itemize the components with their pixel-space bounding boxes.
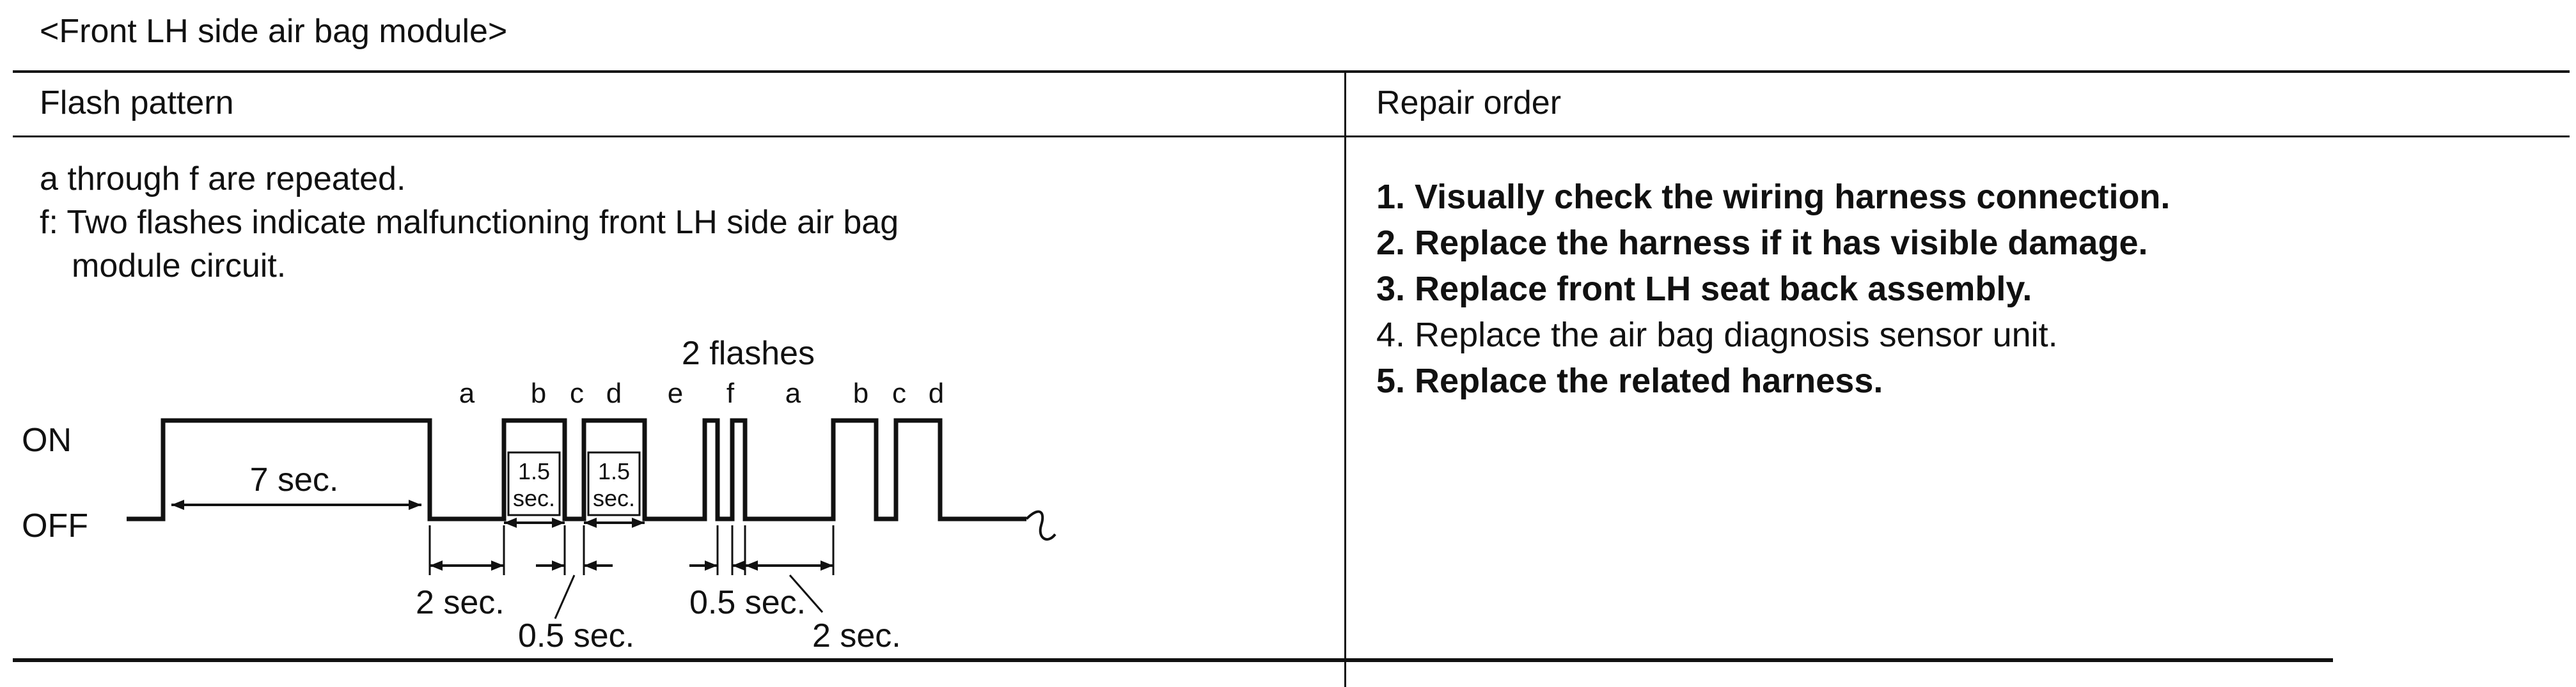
segment-letter-f: f <box>726 378 735 409</box>
flash-pattern-diagram: 2 flashes a b c d e f a b c d ON OFF 7 s… <box>22 335 1056 652</box>
waveform-break <box>1025 510 1056 541</box>
off-level-label: OFF <box>22 507 88 544</box>
repair-steps-list: 1. Visually check the wiring harness con… <box>1376 174 2170 404</box>
note-two-flashes: f: Two flashes indicate malfunctioning f… <box>40 204 899 241</box>
pulse-d-label: sec. <box>593 485 635 511</box>
repair-step: 4. Replace the air bag diagnosis sensor … <box>1376 316 2058 354</box>
segment-letter-b: b <box>853 378 868 409</box>
pulse-b-label-box <box>507 451 561 516</box>
gap-c-leader <box>554 575 576 619</box>
section-caption: <Front LH side air bag module> <box>40 13 508 50</box>
table-column-divider <box>1344 70 1346 687</box>
header-flash-pattern: Flash pattern <box>40 84 234 121</box>
initial-on-duration-label: 7 sec. <box>250 461 339 498</box>
flash-gap-duration-label: 0.5 sec. <box>689 584 806 621</box>
table-bottom-rule-left <box>13 658 1344 662</box>
segment-letter-d: d <box>606 378 622 409</box>
segment-letter-c: c <box>892 378 906 409</box>
off-a-duration-label: 2 sec. <box>416 584 505 621</box>
header-repair-order: Repair order <box>1376 84 1562 121</box>
pulse-d-label-box <box>587 451 641 516</box>
pulse-b-label: 1.5 <box>518 458 550 484</box>
segment-letter-a: a <box>459 378 475 409</box>
note-repeat: a through f are repeated. <box>40 160 406 197</box>
repair-step: 1. Visually check the wiring harness con… <box>1376 178 2171 216</box>
segment-letter-a: a <box>785 378 801 409</box>
table-header-rule <box>13 135 2570 137</box>
on-level-label: ON <box>22 422 72 459</box>
segment-letter-e: e <box>668 378 683 409</box>
repair-step: 3. Replace front LH seat back assembly. <box>1376 270 2032 308</box>
pulse-waveform <box>127 418 1026 521</box>
off-a-repeat-duration-label: 2 sec. <box>812 617 901 652</box>
diagram-title: 2 flashes <box>682 335 815 372</box>
repair-step: 2. Replace the harness if it has visible… <box>1376 224 2148 262</box>
repair-step: 5. Replace the related harness. <box>1376 362 1883 400</box>
pulse-d-label: 1.5 <box>598 458 630 484</box>
pulse-b-label: sec. <box>513 485 555 511</box>
gap-c-duration-label: 0.5 sec. <box>518 617 634 652</box>
segment-letter-c: c <box>570 378 584 409</box>
segment-letter-d: d <box>929 378 944 409</box>
table-top-rule <box>13 70 2570 73</box>
note-module-circuit: module circuit. <box>72 247 287 284</box>
segment-letter-b: b <box>531 378 546 409</box>
table-bottom-rule-right <box>1346 658 2333 662</box>
off-a-repeat-leader <box>789 575 824 613</box>
